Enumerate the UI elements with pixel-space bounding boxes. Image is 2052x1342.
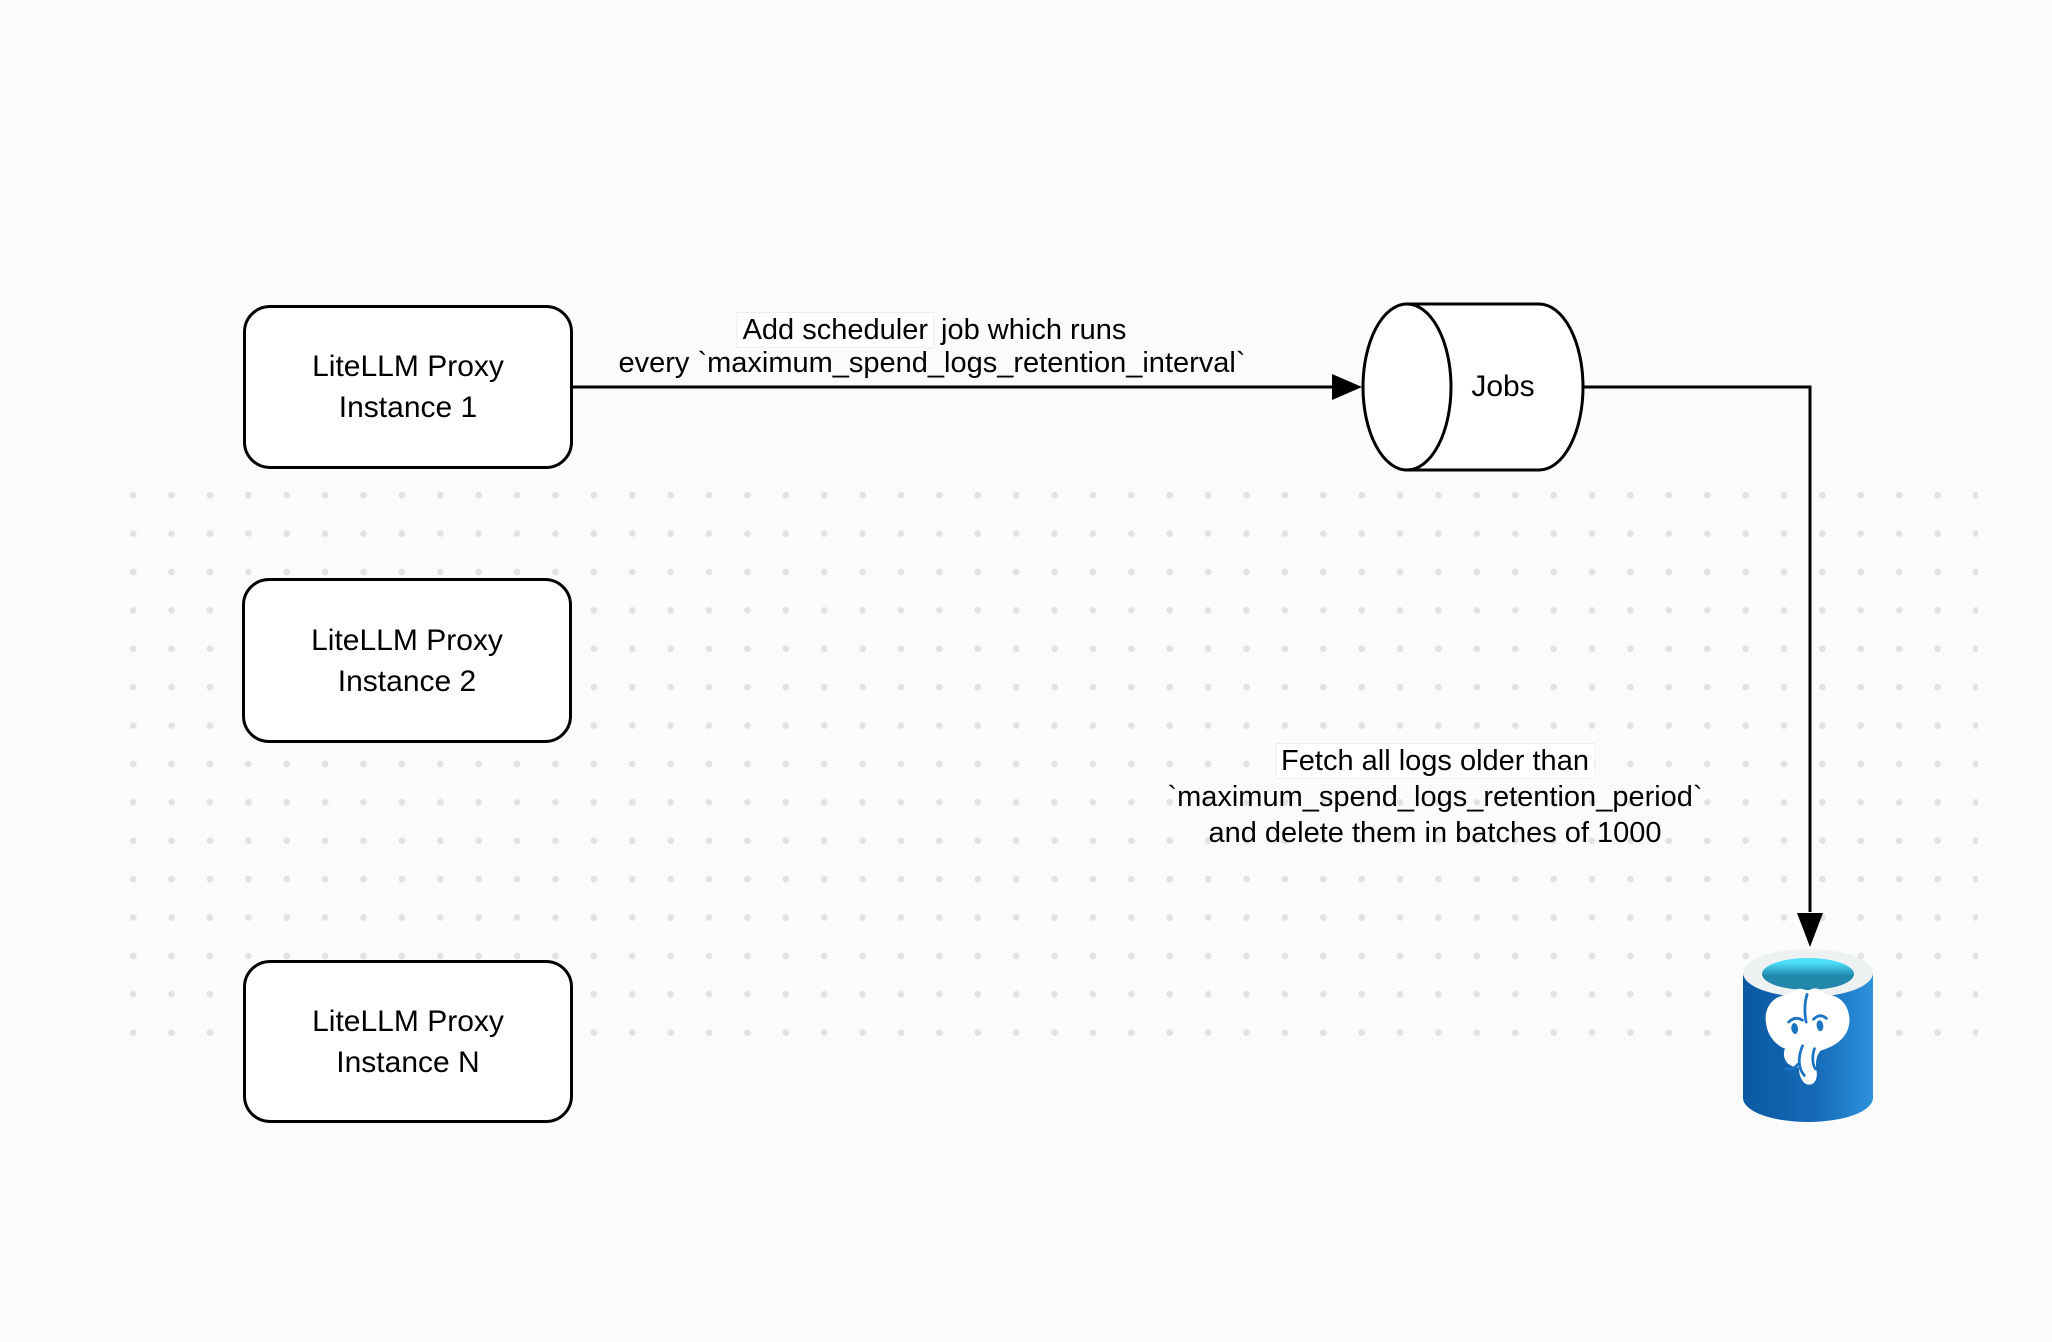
jobs-datastore-shape	[1361, 302, 1585, 472]
db-arrowhead-icon	[1797, 913, 1823, 947]
scheduler-arrow	[573, 374, 1362, 400]
scheduler-arrowhead-icon	[1332, 374, 1362, 400]
edge-label-cleanup-line2: `maximum_spend_logs_retention_period`	[1167, 781, 1703, 813]
node-subtitle: Instance N	[336, 1045, 480, 1079]
edge-label-scheduler-highlight: Add scheduler	[737, 313, 933, 347]
edge-label-cleanup-line3: and delete them in batches of 1000	[1208, 817, 1662, 849]
node-subtitle: Instance 2	[337, 664, 477, 698]
edge-label-scheduler-line2: every `maximum_spend_logs_retention_inte…	[618, 347, 1246, 379]
edge-label-scheduler: Add scheduler job which runs every `maxi…	[618, 313, 1246, 380]
jobs-datastore-cap	[1361, 302, 1453, 472]
postgresql-elephant-icon	[1765, 988, 1850, 1085]
jobs-to-db-connector	[1583, 385, 1823, 947]
edge-label-cleanup: Fetch all logs older than `maximum_spend…	[1167, 743, 1703, 851]
edge-label-cleanup-line1: Fetch all logs older than	[1276, 744, 1594, 778]
node-litellm-proxy-instance-2: LiteLLM Proxy Instance 2	[242, 578, 572, 743]
postgresql-database-icon	[1743, 949, 1873, 1122]
db-water	[1762, 958, 1854, 990]
edge-label-scheduler-tail: job which runs	[932, 314, 1127, 346]
page-dot-grid	[114, 476, 1978, 1046]
node-litellm-proxy-instance-1: LiteLLM Proxy Instance 1	[243, 305, 573, 469]
jobs-datastore-label: Jobs	[1471, 370, 1535, 403]
node-title: LiteLLM Proxy	[312, 350, 504, 383]
node-subtitle: Instance 1	[338, 391, 478, 424]
node-title: LiteLLM Proxy	[312, 1004, 504, 1038]
node-title: LiteLLM Proxy	[311, 623, 503, 657]
node-litellm-proxy-instance-n: LiteLLM Proxy Instance N	[243, 960, 573, 1123]
